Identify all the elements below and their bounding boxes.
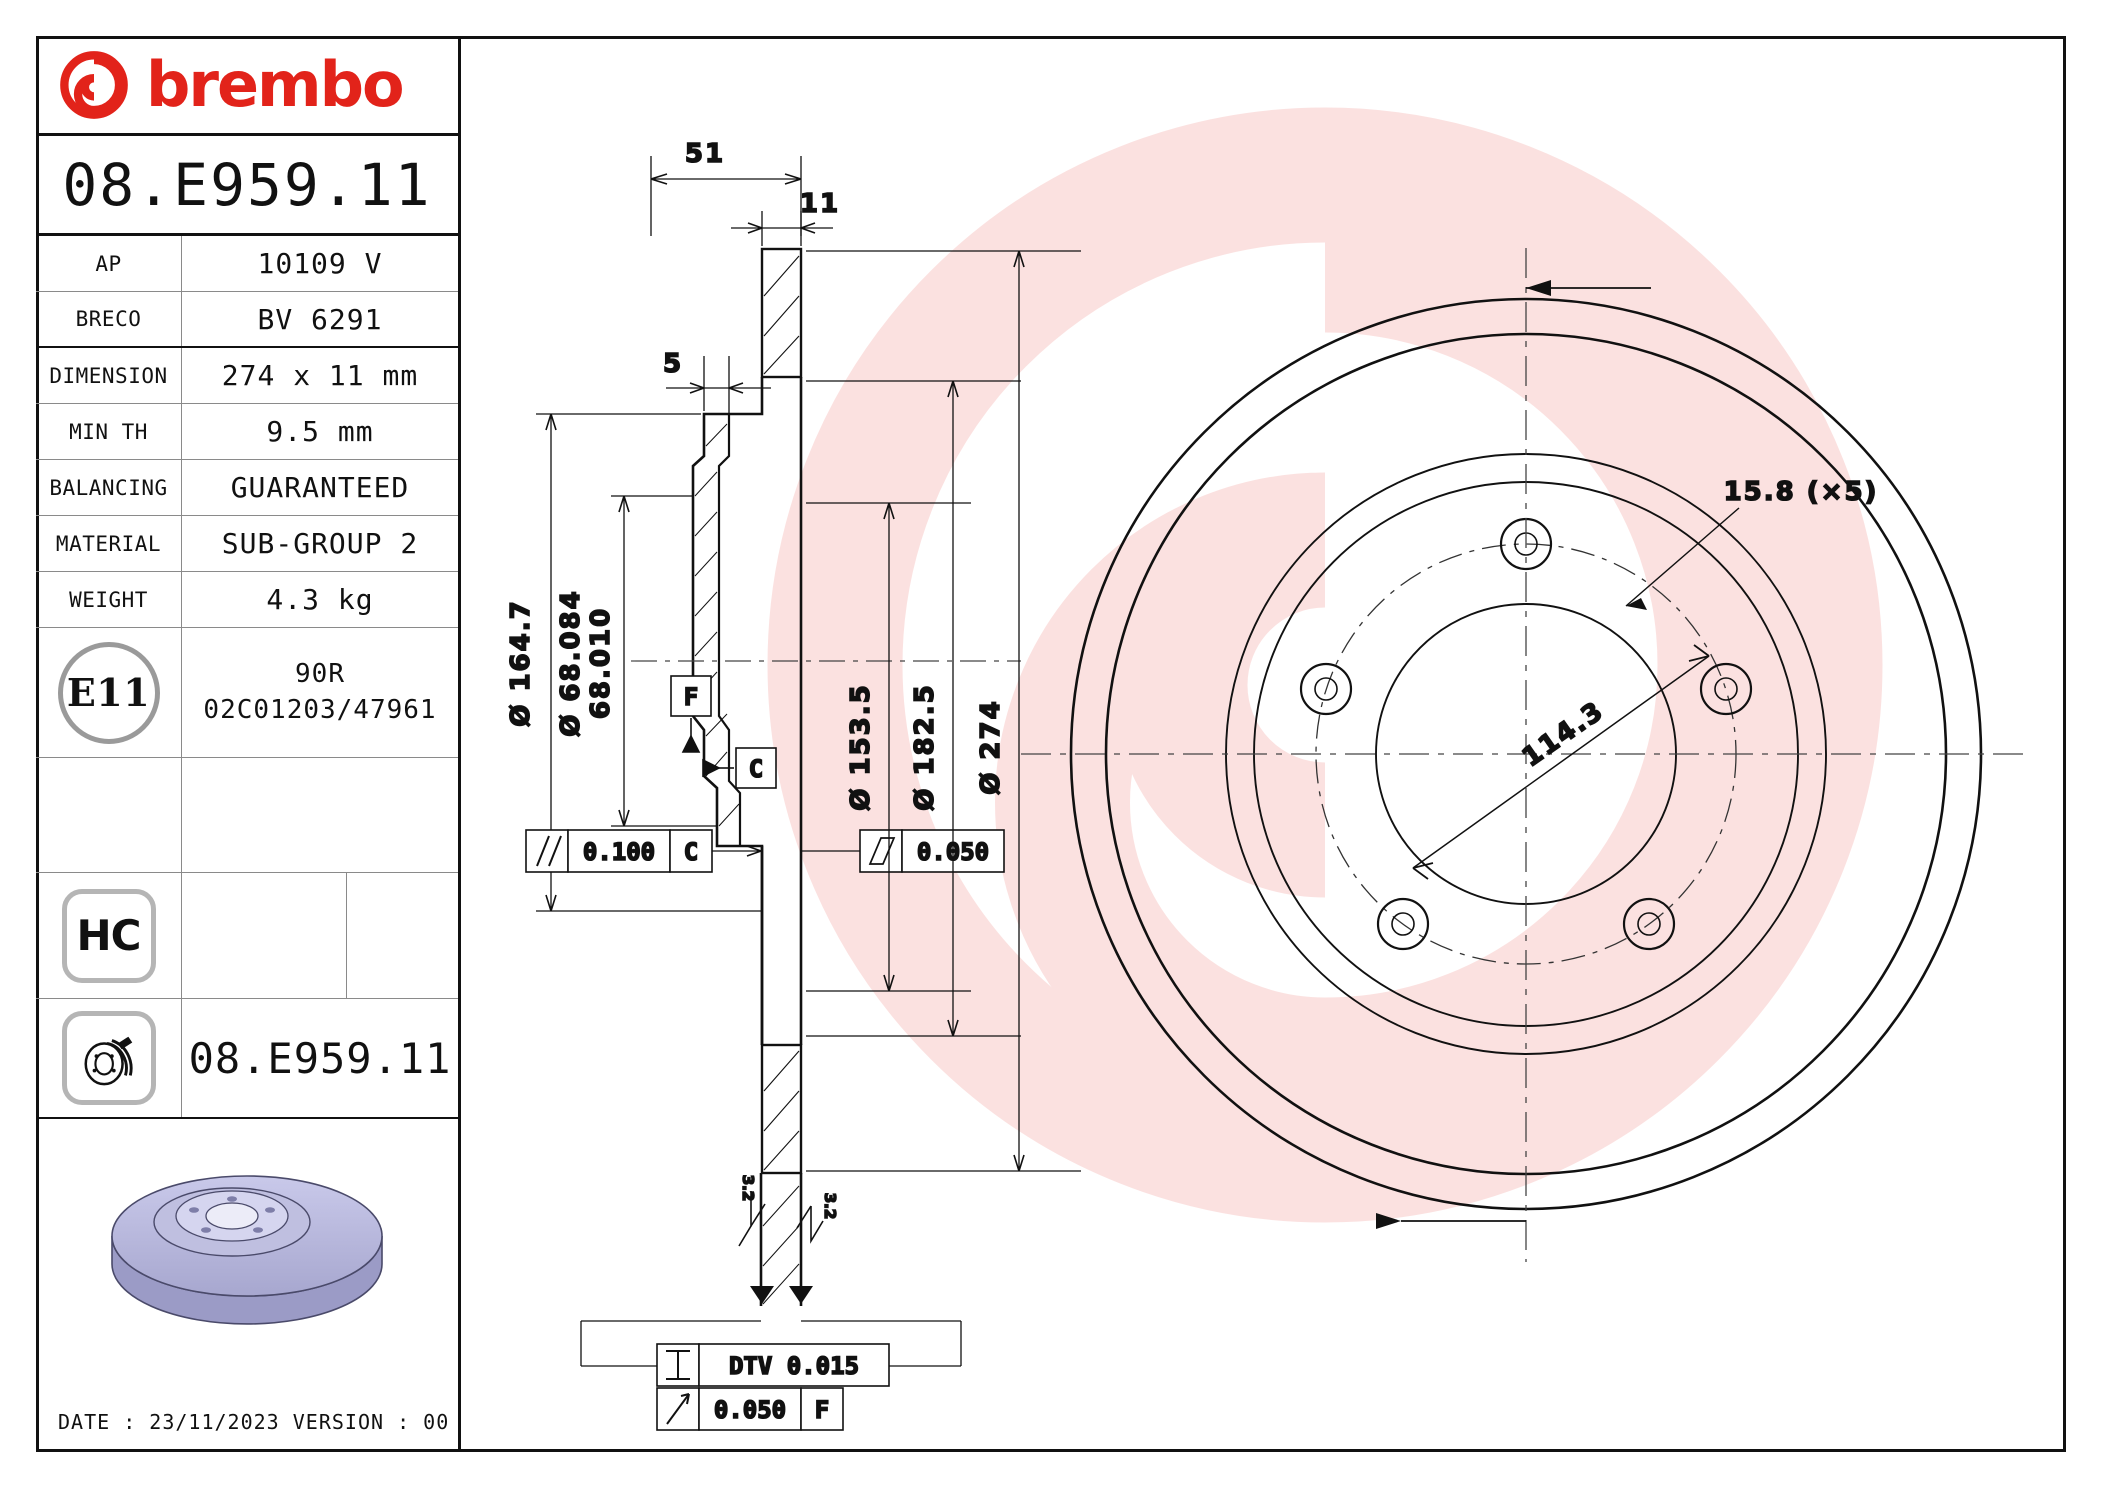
spec-label-weight: WEIGHT: [69, 587, 148, 612]
e11-badge-cell: E11: [36, 628, 181, 757]
runout-datum: F: [815, 1396, 829, 1424]
brembo-wordmark: brembo: [146, 47, 405, 121]
runout-tolerance: 0.050: [714, 1396, 786, 1424]
spec-value-breco: BV 6291: [181, 292, 458, 346]
spec-label-dimension: DIMENSION: [49, 363, 168, 388]
product-photo: [36, 1119, 458, 1379]
homologation-line-1: 90R: [295, 659, 345, 690]
dimension-outer-diameter: Ø 274: [976, 699, 1006, 794]
info-panel: brembo 08.E959.11 AP 10109 V BRECO BV 62…: [36, 36, 461, 1452]
dimension-11: 11: [800, 189, 840, 219]
drawing-frame: [36, 36, 2066, 1452]
footer-date-version: DATE : 23/11/2023 VERSION : 00: [58, 1410, 450, 1434]
spec-value-dimension: 274 x 11 mm: [181, 348, 458, 403]
dimension-51: 51: [685, 139, 725, 169]
part-number-text: 08.E959.11: [62, 150, 432, 219]
spec-label-breco: BRECO: [75, 307, 142, 331]
homologation-row: E11 90R 02C01203/47961: [36, 628, 458, 758]
spec-label-min-th: MIN TH: [69, 419, 148, 444]
spec-value-material: SUB-GROUP 2: [181, 516, 458, 571]
brembo-logo-icon: [60, 50, 128, 119]
surface-finish-right: 3.2: [821, 1193, 839, 1220]
spec-value-ap: 10109 V: [181, 236, 458, 291]
hc-badge-cell: HC: [36, 873, 181, 998]
disc-icon-cell: [36, 999, 181, 1117]
parallelism-tolerance: 0.100: [583, 838, 655, 866]
spec-row-weight: WEIGHT 4.3 kg: [36, 572, 458, 628]
homologation-line-2: 02C01203/47961: [203, 694, 437, 725]
dimension-bore-lower: 68.010: [586, 607, 616, 719]
hc-row: HC: [36, 873, 458, 999]
spec-row-material: MATERIAL SUB-GROUP 2: [36, 516, 458, 572]
hc-value-cell-2: [346, 873, 458, 998]
disc-part-number: 08.E959.11: [181, 999, 458, 1117]
homologation-value-cell: 90R 02C01203/47961: [181, 628, 458, 757]
dimension-bore-upper: Ø 68.084: [556, 589, 586, 737]
bolt-hole-note: 15.8 (×5): [1724, 477, 1879, 507]
spec-row-min-th: MIN TH 9.5 mm: [36, 404, 458, 460]
surface-finish-left: 3.2: [739, 1175, 757, 1202]
spec-row-dimension: DIMENSION 274 x 11 mm: [36, 348, 458, 404]
hc-badge: HC: [61, 888, 156, 983]
spec-value-min-th: 9.5 mm: [181, 404, 458, 459]
dimension-inner-braking-diameter: Ø 153.5: [846, 683, 876, 810]
spec-label-material: MATERIAL: [55, 531, 162, 556]
spec-row-balancing: BALANCING GUARANTEED: [36, 460, 458, 516]
spec-row-ap: AP 10109 V: [36, 236, 458, 292]
datum-c-label: C: [749, 755, 763, 783]
e11-badge: E11: [57, 641, 160, 744]
spec-value-weight: 4.3 kg: [181, 572, 458, 627]
blank-row: [36, 758, 458, 873]
blank-value: [181, 758, 458, 872]
dimension-mid-diameter: Ø 182.5: [910, 683, 940, 810]
hc-value-cell: [181, 873, 346, 998]
dimension-hat-diameter: Ø 164.7: [506, 599, 536, 726]
pcd-label: 114.3: [1517, 696, 1610, 773]
spec-value-balancing: GUARANTEED: [181, 460, 458, 515]
dtv-tolerance: DTV 0.015: [729, 1352, 859, 1380]
brake-disc-icon: [61, 1011, 156, 1105]
datum-f-label: F: [684, 683, 698, 711]
blank-label: [36, 758, 181, 872]
disc-part-row: 08.E959.11: [36, 999, 458, 1119]
brembo-logo-row: brembo: [36, 36, 458, 136]
parallelism-datum: C: [684, 838, 698, 866]
part-number-header: 08.E959.11: [36, 136, 458, 236]
dimension-5: 5: [663, 349, 683, 379]
spec-label-ap: AP: [95, 251, 122, 276]
drawing-area: 51 11 5: [461, 36, 2066, 1452]
spec-label-balancing: BALANCING: [49, 475, 168, 500]
spec-row-breco: BRECO BV 6291: [36, 292, 458, 348]
